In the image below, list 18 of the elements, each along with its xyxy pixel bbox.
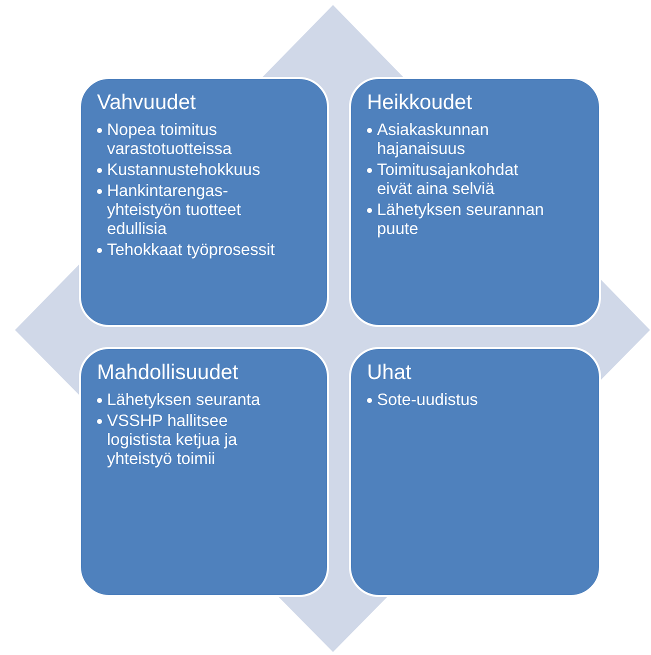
bullet-item: Lähetyksen seurannan puute: [377, 201, 545, 239]
quadrant-box: [349, 77, 601, 327]
bullet-item: Hankintarengas-yhteistyön tuotteet edullisia: [107, 182, 242, 239]
bullet-item: VSSHP hallitsee logistista ketjua ja yhteistyö toimii: [107, 412, 238, 469]
bullet-item: Lähetyksen seuranta: [107, 391, 262, 410]
bullet-item: Toimitusajankohdat eivät aina selviä: [377, 161, 520, 199]
quadrant-heading: Heikkoudet: [367, 91, 474, 115]
bullet-item: Kustannustehokkuus: [107, 161, 262, 180]
quadrant-box: [79, 347, 329, 597]
bullet-item: Asiakaskunnan hajanaisuus: [377, 121, 490, 159]
quadrant-box: [79, 77, 329, 327]
quadrant-box: [349, 347, 601, 597]
quadrant-heading: Uhat: [367, 361, 412, 385]
bullet-item: Tehokkaat työprosessit: [107, 241, 276, 260]
quadrant-heading: Mahdollisuudet: [97, 361, 240, 385]
quadrant-heading: Vahvuudet: [97, 91, 197, 115]
bullet-item: Nopea toimitus varastotuotteissa: [107, 121, 233, 159]
bullet-item: Sote-uudistus: [377, 391, 479, 410]
